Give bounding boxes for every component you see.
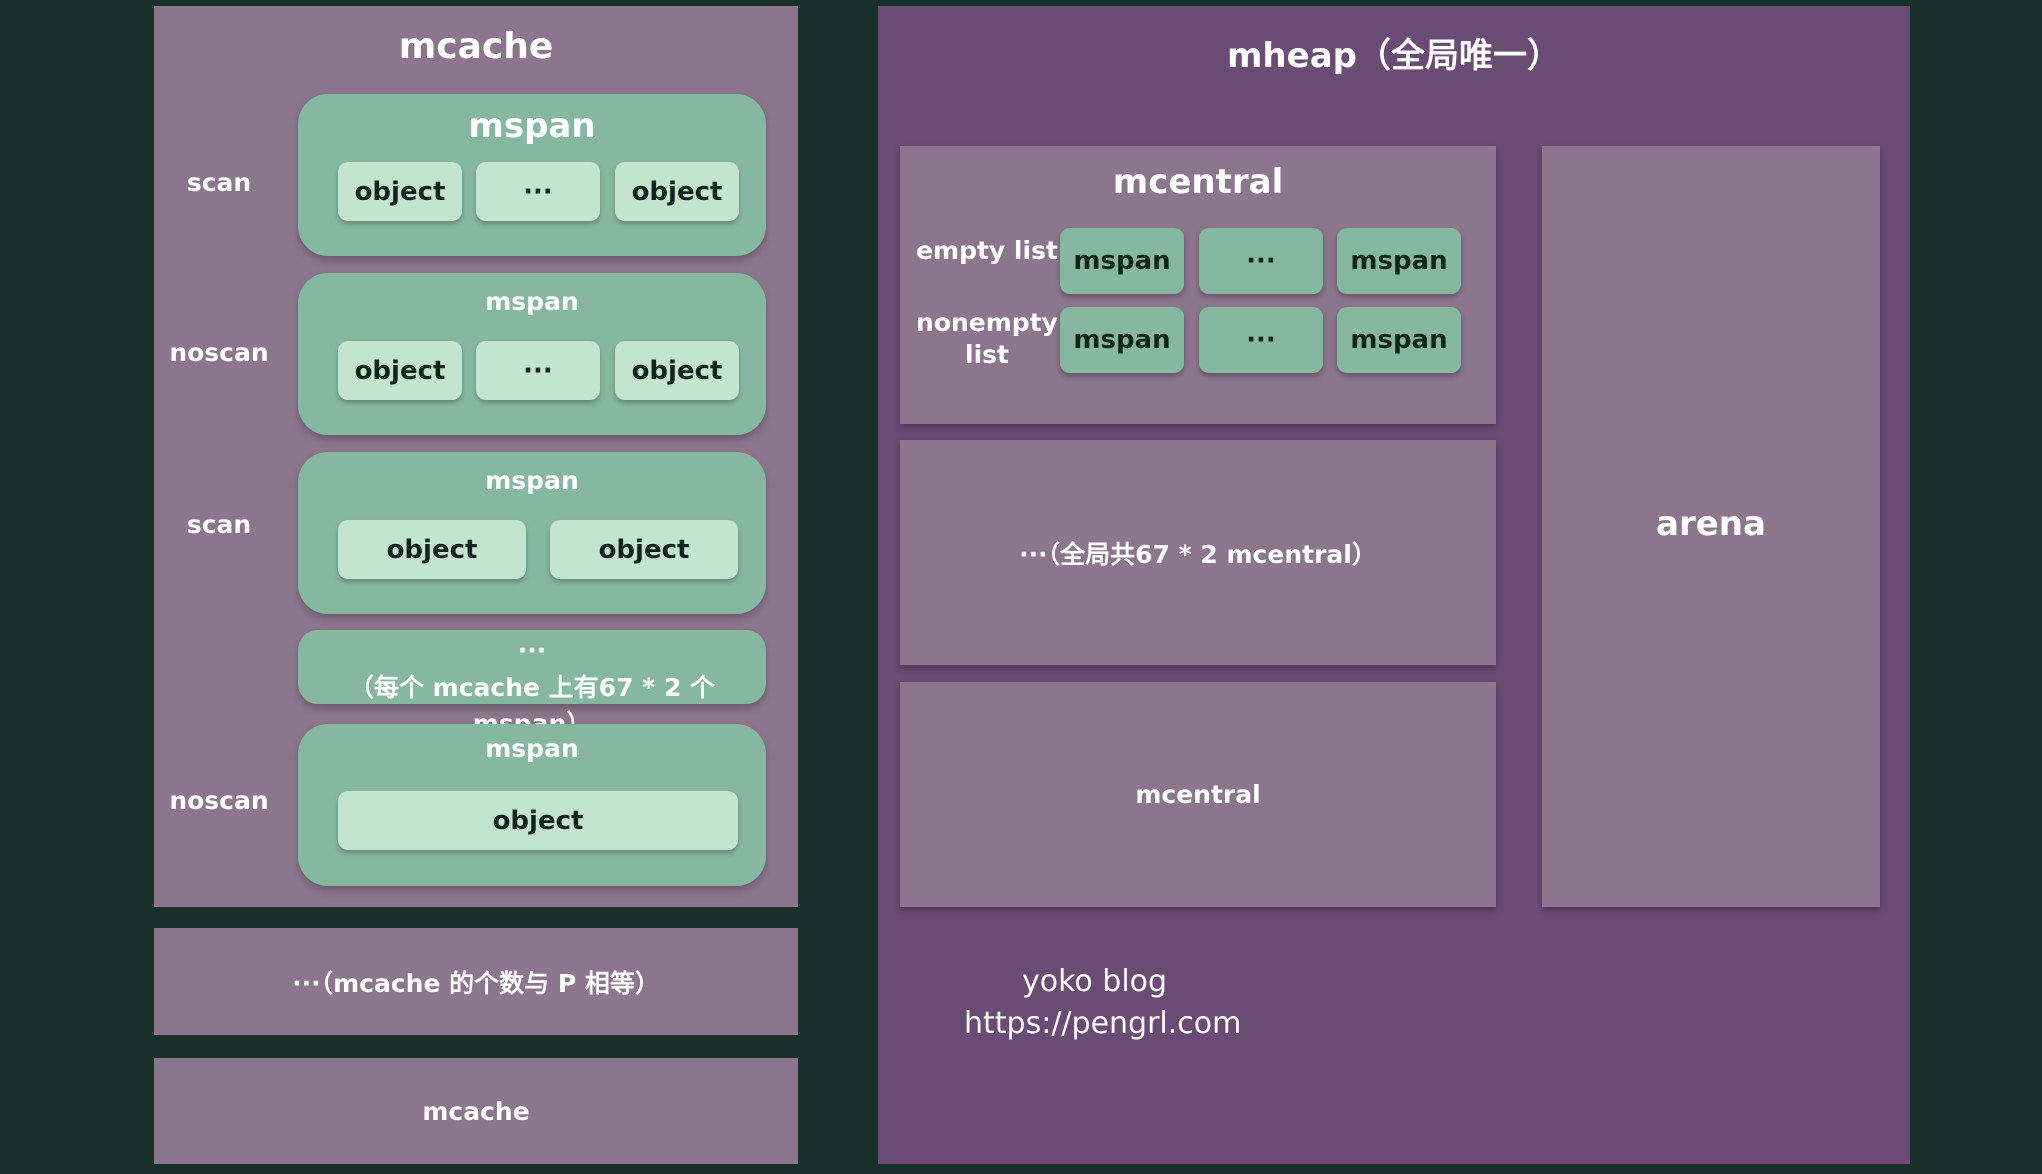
mcache-bottom-box: mcache bbox=[154, 1058, 798, 1164]
blog-url: https://pengrl.com bbox=[964, 1006, 1242, 1041]
mspan-title-4: mspan bbox=[485, 734, 579, 763]
object-box: object bbox=[550, 520, 738, 579]
object-ellipsis-box: ··· bbox=[476, 341, 600, 400]
empty-list-ellipsis-chip: ··· bbox=[1199, 228, 1323, 294]
blog-name: yoko blog bbox=[1022, 964, 1168, 999]
mcentral-title: mcentral bbox=[1112, 162, 1284, 202]
mspan-title-2: mspan bbox=[485, 287, 579, 316]
object-box: object bbox=[338, 520, 526, 579]
arena-label: arena bbox=[1656, 504, 1766, 544]
object-box: object bbox=[615, 341, 739, 400]
arena-box bbox=[1542, 146, 1880, 907]
more-mcache-box: ···（mcache 的个数与 P 相等） bbox=[154, 928, 798, 1035]
object-box: object bbox=[615, 162, 739, 221]
object-box: object bbox=[338, 162, 462, 221]
mspan-ellipsis-dots: ··· bbox=[517, 636, 547, 665]
nonempty-list-label-line2: list bbox=[965, 340, 1009, 369]
row-label-scan-1: scan bbox=[186, 168, 252, 197]
mspan-ellipsis-box bbox=[298, 630, 766, 704]
row-label-scan-2: scan bbox=[186, 510, 252, 539]
empty-list-mspan-chip: mspan bbox=[1337, 228, 1461, 294]
mcentral-bottom-box: mcentral bbox=[900, 682, 1496, 907]
nonempty-list-label-line1: nonempty bbox=[916, 308, 1058, 337]
empty-list-label: empty list bbox=[916, 236, 1058, 265]
row-label-noscan-1: noscan bbox=[169, 338, 269, 367]
nonempty-list-mspan-chip: mspan bbox=[1337, 307, 1461, 373]
mheap-title: mheap（全局唯一） bbox=[1227, 36, 1561, 76]
object-box: object bbox=[338, 791, 738, 850]
row-label-noscan-2: noscan bbox=[169, 786, 269, 815]
object-ellipsis-box: ··· bbox=[476, 162, 600, 221]
nonempty-list-mspan-chip: mspan bbox=[1060, 307, 1184, 373]
mcache-title: mcache bbox=[398, 26, 554, 67]
mcentral-more-box: ···（全局共67 * 2 mcentral） bbox=[900, 440, 1496, 665]
mspan-title-1: mspan bbox=[468, 106, 596, 146]
object-box: object bbox=[338, 341, 462, 400]
empty-list-mspan-chip: mspan bbox=[1060, 228, 1184, 294]
mspan-title-3: mspan bbox=[485, 466, 579, 495]
nonempty-list-ellipsis-chip: ··· bbox=[1199, 307, 1323, 373]
